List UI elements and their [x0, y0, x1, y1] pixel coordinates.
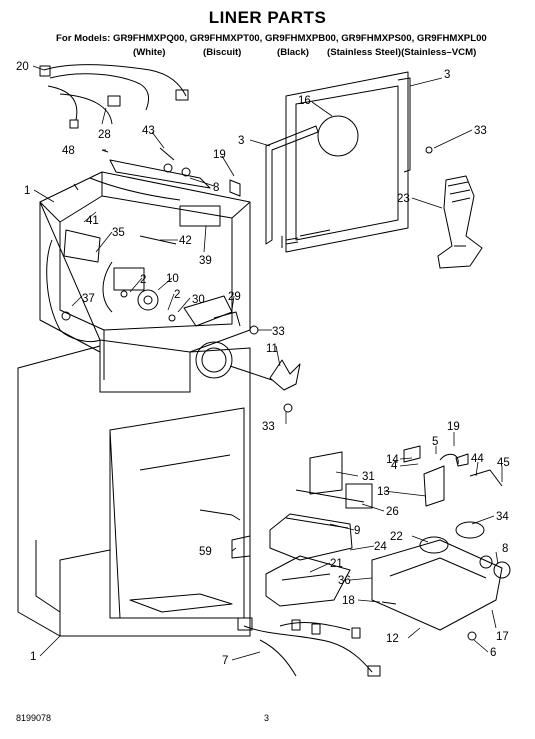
- evaporator-cover-part-16: [281, 71, 409, 253]
- callout-21: 21: [330, 558, 343, 570]
- variant-stainless: (Stainless Steel)(Stainless–VCM): [327, 47, 477, 58]
- callout-48: 48: [62, 145, 75, 157]
- callout-9: 9: [354, 525, 360, 537]
- callout-24: 24: [374, 541, 387, 553]
- callout-35: 35: [112, 227, 125, 239]
- callout-2: 2: [140, 274, 146, 286]
- callout-33: 33: [272, 326, 285, 338]
- callout-2: 2: [174, 289, 180, 301]
- callout-18: 18: [342, 595, 355, 607]
- callout-1: 1: [30, 651, 36, 663]
- callout-26: 26: [386, 506, 399, 518]
- document-number: 8199078: [16, 713, 52, 723]
- callout-4: 4: [391, 460, 398, 472]
- callout-33: 33: [474, 125, 487, 137]
- evaporator-fan-part-11: [195, 341, 301, 391]
- callout-3: 3: [444, 69, 450, 81]
- callout-43: 43: [142, 125, 155, 137]
- wire-harness-part-20: [39, 64, 189, 129]
- callout-14: 14: [386, 454, 399, 466]
- callout-7: 7: [222, 655, 228, 667]
- callout-17: 17: [496, 631, 509, 643]
- callout-41: 41: [86, 215, 99, 227]
- callout-12: 12: [386, 633, 399, 645]
- callout-8: 8: [502, 543, 508, 555]
- callout-11: 11: [266, 343, 278, 355]
- callout-19: 19: [447, 421, 460, 433]
- callout-28: 28: [98, 129, 111, 141]
- callout-44: 44: [471, 453, 484, 465]
- callout-30: 30: [192, 294, 205, 306]
- variant-biscuit: (Biscuit): [203, 47, 242, 58]
- callout-1: 1: [24, 185, 30, 197]
- callout-10: 10: [166, 273, 179, 285]
- callout-34: 34: [496, 511, 509, 523]
- callout-29: 29: [228, 291, 241, 303]
- callout-numbers: 20 3 16 28 43 33 3 48 19 8 1 23 41 35 42…: [16, 61, 510, 667]
- callout-19: 19: [213, 149, 226, 161]
- callout-39: 39: [199, 255, 212, 267]
- callout-23: 23: [397, 193, 410, 205]
- page-title: LINER PARTS: [208, 8, 327, 27]
- crisper-assembly: [265, 483, 373, 607]
- callout-20: 20: [16, 61, 29, 73]
- callout-36: 36: [338, 575, 351, 587]
- callout-3: 3: [238, 135, 244, 147]
- callout-33: 33: [262, 421, 275, 433]
- dispenser-chute-part-23: [437, 175, 483, 269]
- leader-lines: [32, 65, 503, 661]
- callout-42: 42: [179, 235, 192, 247]
- variant-white: (White): [133, 47, 166, 58]
- callout-6: 6: [490, 647, 496, 659]
- callout-8: 8: [213, 182, 219, 194]
- control-components: [46, 146, 433, 413]
- wire-harness-part-7: [237, 617, 381, 677]
- callout-13: 13: [377, 486, 390, 498]
- page-number: 3: [264, 713, 270, 723]
- callout-22: 22: [390, 531, 403, 543]
- variant-black: (Black): [277, 47, 309, 58]
- callout-31: 31: [362, 471, 375, 483]
- callout-5: 5: [432, 436, 438, 448]
- insulation-strip-part-3: [265, 77, 411, 245]
- models-line: For Models: GR9FHMXPQ00, GR9FHMXPT00, GR…: [56, 33, 487, 44]
- fresh-food-liner: [17, 345, 251, 637]
- callout-59: 59: [199, 546, 212, 558]
- callout-45: 45: [497, 457, 510, 469]
- callout-37: 37: [82, 293, 95, 305]
- callout-16: 16: [298, 95, 311, 107]
